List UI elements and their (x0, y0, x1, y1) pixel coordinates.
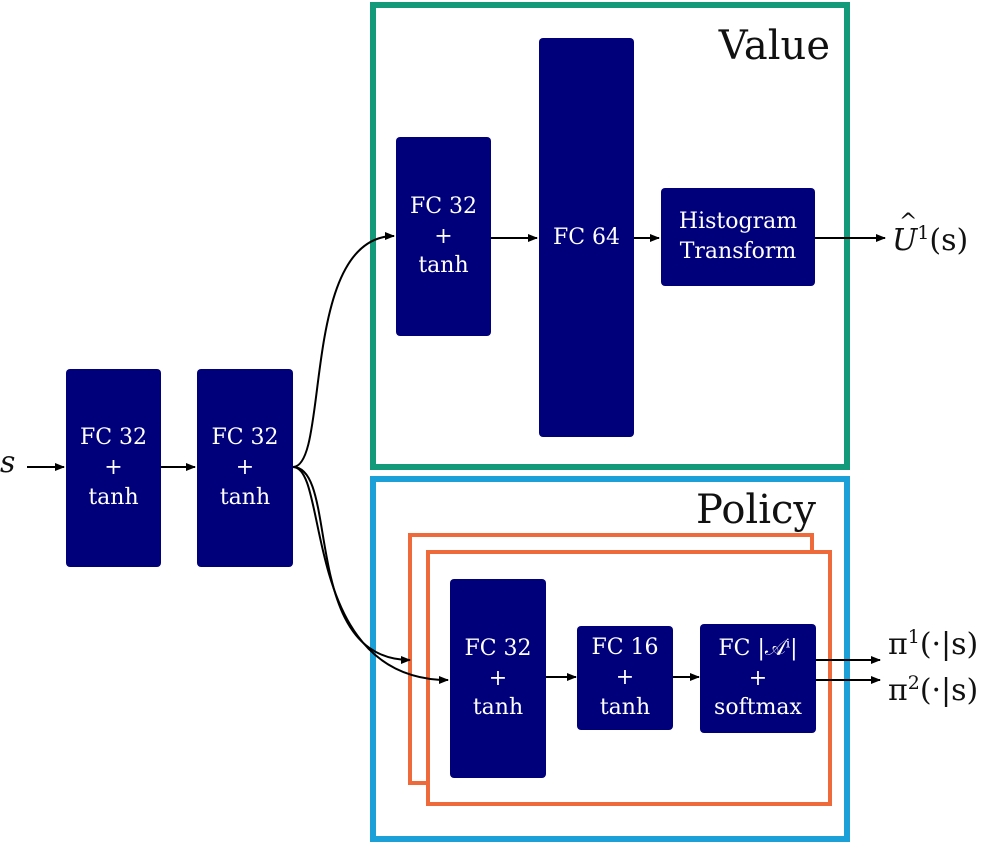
policy-fc32-block: FC 32 + tanh (450, 579, 546, 778)
policy-fc16-block: FC 16 + tanh (577, 626, 673, 730)
wire-to-value (292, 232, 395, 468)
value-fc32-block: FC 32 + tanh (396, 137, 491, 336)
shared-fc32-block-2: FC 32 + tanh (197, 369, 293, 567)
shared-fc32-block-1: FC 32 + tanh (66, 369, 161, 567)
value-output-label: U1(s) (892, 212, 968, 256)
wire-to-policy-front (292, 466, 449, 684)
wire-to-policy-back (292, 466, 411, 664)
value-fc64-block: FC 64 (539, 38, 634, 437)
policy-fc-actions-block: FC |𝒜ⁱ| + softmax (700, 624, 816, 733)
policy-group-title: Policy (696, 487, 816, 533)
input-state-label: s (0, 445, 16, 480)
value-group: Value (370, 2, 850, 470)
policy-output-2-label: π2(·|s) (888, 672, 979, 708)
value-group-title: Value (718, 23, 830, 69)
histogram-transform-block: Histogram Transform (661, 188, 815, 286)
policy-output-1-label: π1(·|s) (888, 626, 979, 662)
